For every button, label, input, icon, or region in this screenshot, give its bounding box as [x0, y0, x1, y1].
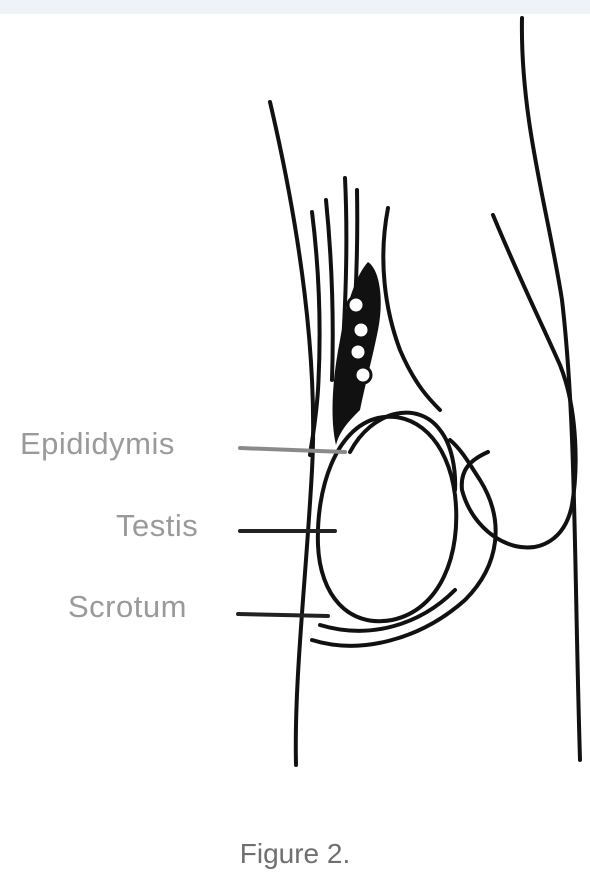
scrotum-leader-line	[238, 614, 328, 616]
body-outline-left	[270, 102, 313, 765]
vessel-circle-3	[350, 344, 366, 360]
vessel-circle-4	[355, 367, 371, 383]
scrotum-inner-line	[320, 590, 455, 631]
testis-oval	[318, 417, 456, 621]
penis-outline	[462, 215, 576, 547]
spermatic-cord-strand-5	[383, 208, 440, 410]
scrotum-label: Scrotum	[68, 591, 187, 622]
vessel-circle-2	[353, 322, 369, 338]
spermatic-cord-strand-2	[326, 200, 333, 380]
figure-caption: Figure 2.	[0, 840, 590, 868]
vessel-circle-1	[348, 297, 364, 313]
testis-label: Testis	[116, 510, 198, 541]
epididymis-leader-line	[240, 448, 345, 452]
thigh-outline	[522, 18, 580, 760]
epididymis-label: Epididymis	[20, 428, 175, 459]
